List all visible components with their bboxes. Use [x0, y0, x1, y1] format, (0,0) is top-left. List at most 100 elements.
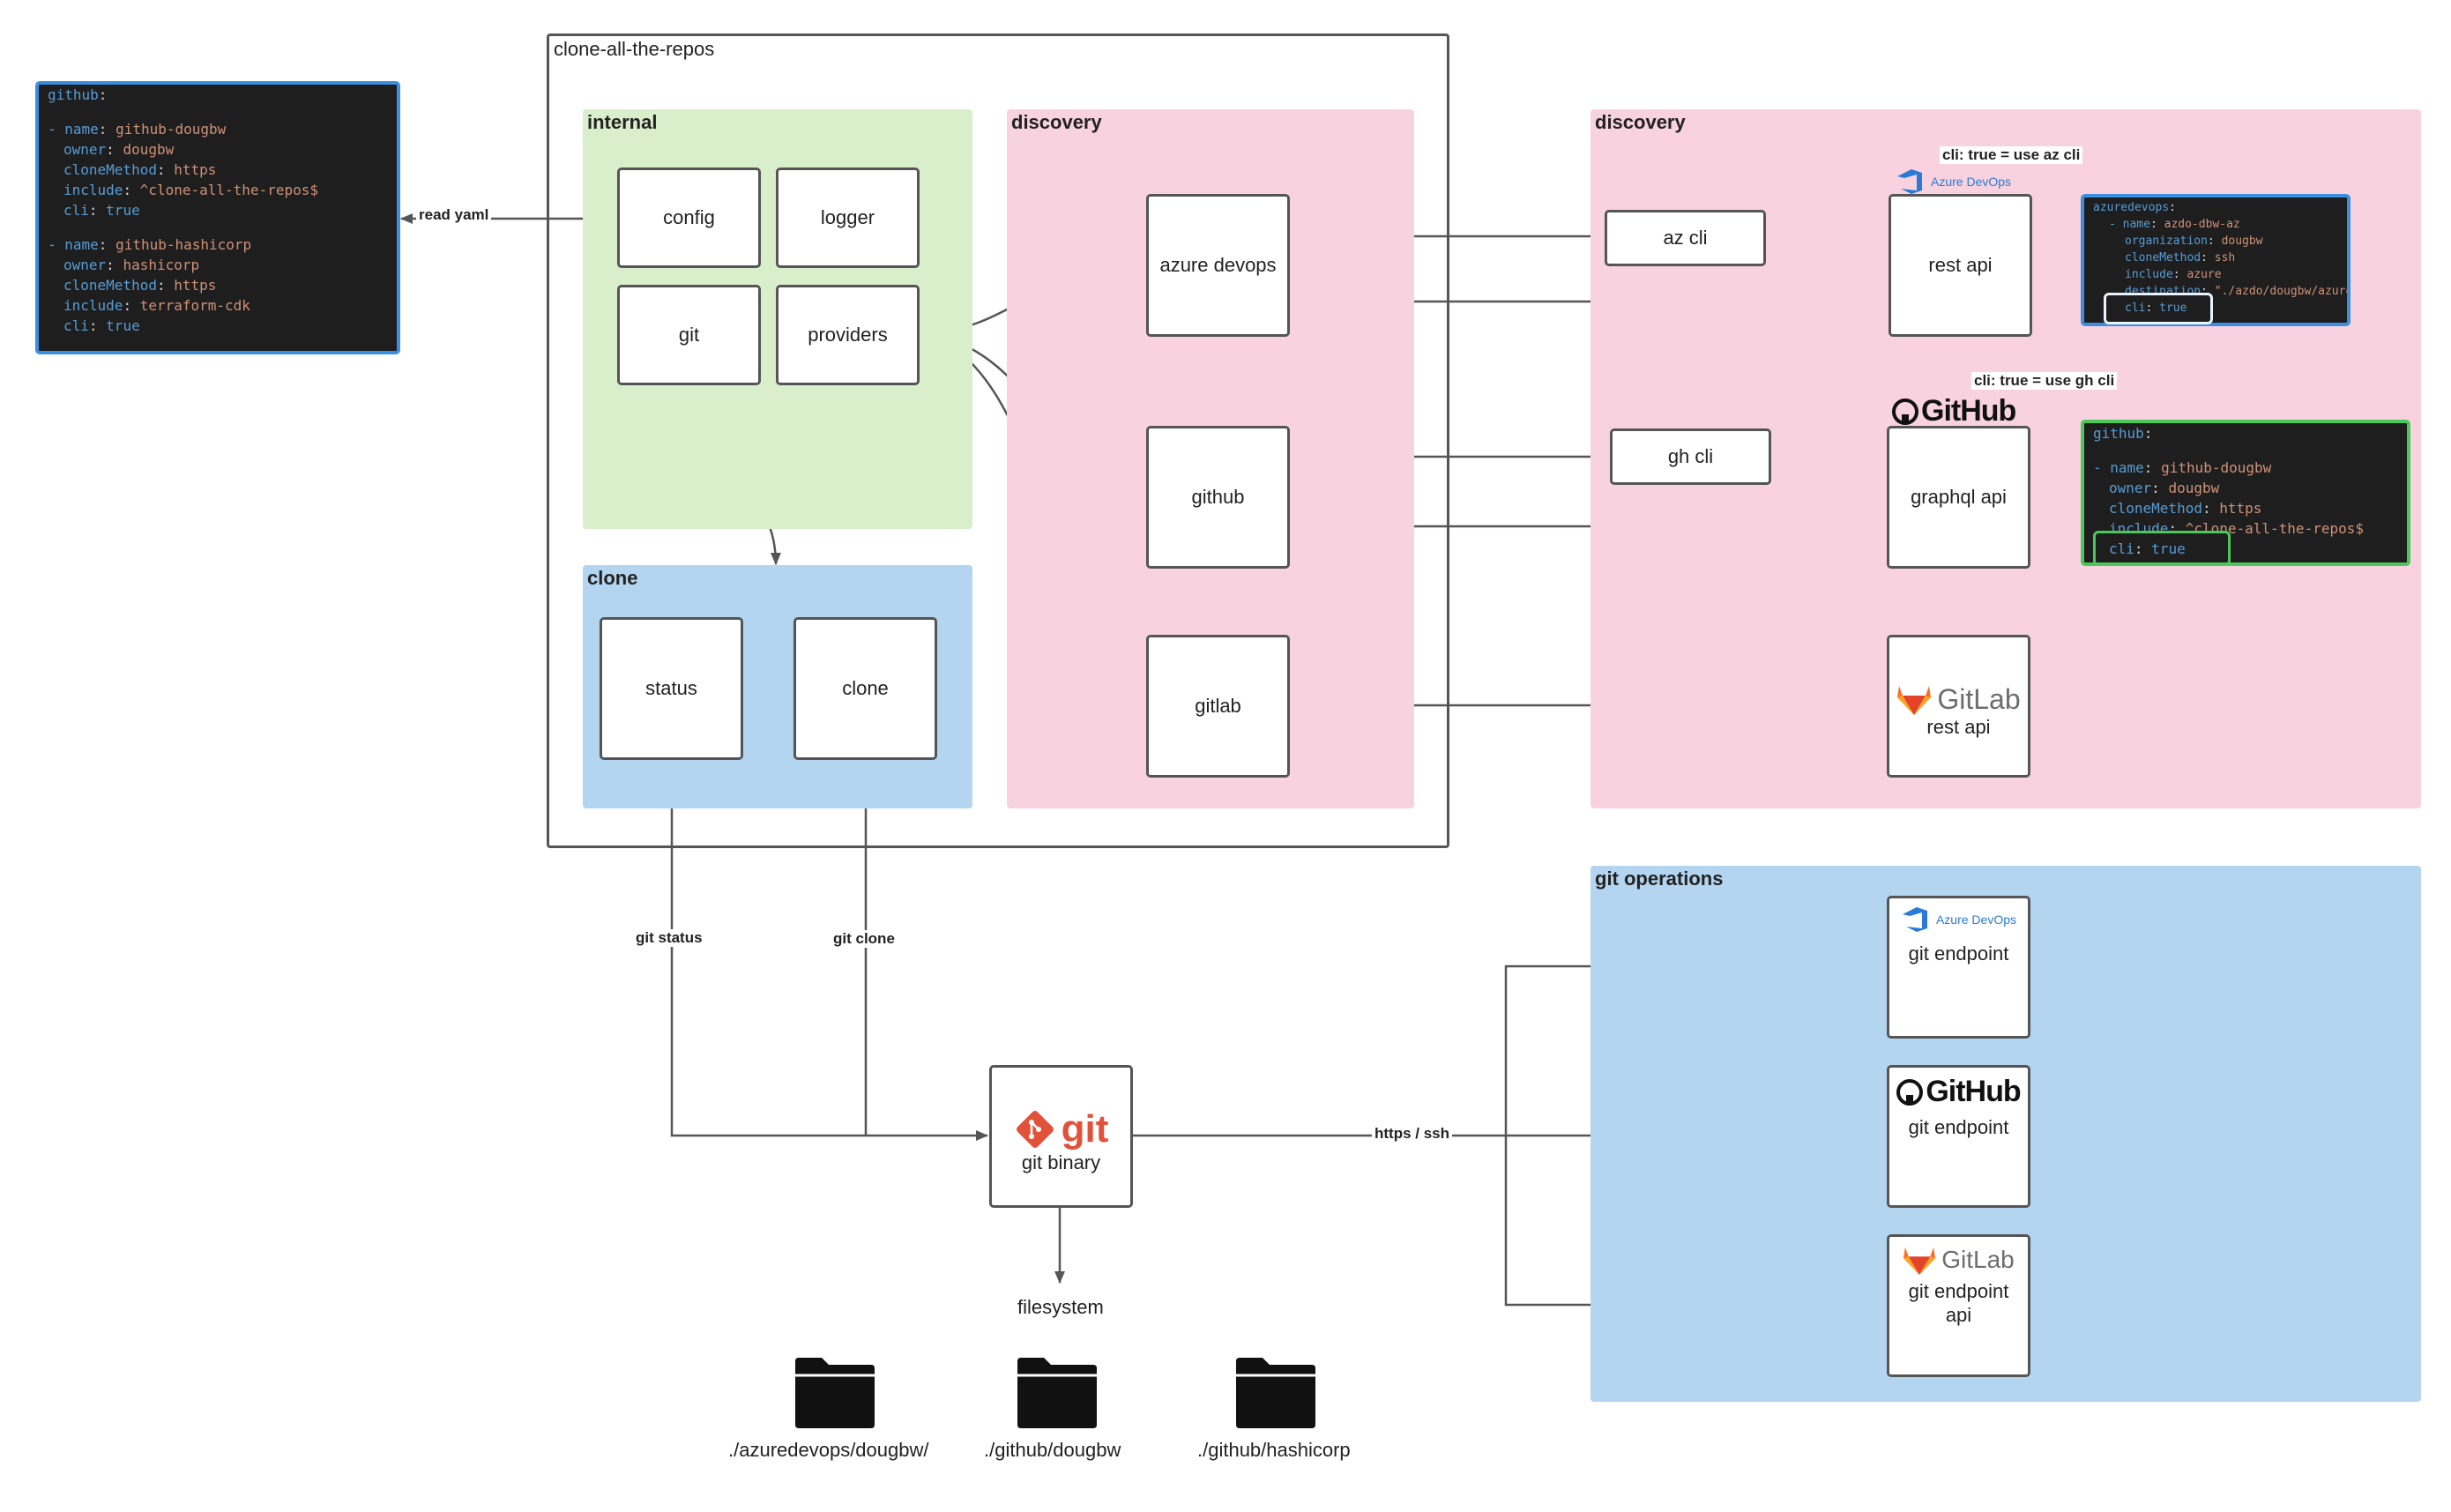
yaml-line: cli: true [48, 316, 388, 336]
github-icon [1896, 1078, 1924, 1106]
graphql-api-label: graphql api [1911, 486, 2007, 508]
github-label: github [1191, 486, 1245, 508]
azure-devops-label: azure devops [1159, 254, 1277, 276]
yaml-value: azure [2187, 268, 2222, 281]
folder-icon [795, 1358, 875, 1428]
azure-devops-node[interactable]: azure devops [1146, 194, 1290, 337]
logger-node[interactable]: logger [776, 168, 920, 268]
yaml-separator: : [2145, 302, 2160, 315]
yaml-line: include: ^clone-all-the-repos$ [48, 180, 388, 200]
github-cli-highlight [2093, 531, 2231, 566]
azure-devops-logo: Azure DevOps [1896, 168, 2011, 196]
clone-node[interactable]: clone [793, 617, 937, 760]
github-git-endpoint-node[interactable]: GitHub git endpoint [1887, 1065, 2030, 1208]
read-yaml-label: read yaml [416, 206, 492, 224]
folder-label-github-hashicorp: ./github/hashicorp [1197, 1439, 1351, 1461]
yaml-key: owner [2109, 480, 2152, 496]
yaml-line: cloneMethod: https [48, 160, 388, 180]
gh-cli-node[interactable]: gh cli [1610, 428, 1771, 485]
yaml-value: https [174, 161, 217, 178]
yaml-key: - name [2093, 459, 2144, 476]
yaml-value: true [2151, 540, 2186, 557]
providers-node[interactable]: providers [776, 285, 920, 385]
yaml-line: include: azure [2093, 266, 2338, 283]
discovery-title-right: discovery [1595, 111, 1686, 133]
folder-azuredevops[interactable] [792, 1356, 878, 1434]
folder-github-dougbw[interactable] [1014, 1356, 1100, 1434]
yaml-line: cli: true [2093, 300, 2338, 317]
github-node[interactable]: github [1146, 426, 1290, 569]
gitlab-logo: GitLab [1896, 682, 2021, 716]
azure-cli-highlight [2104, 293, 2213, 324]
gitlab-node[interactable]: gitlab [1146, 635, 1290, 778]
folder-icon [1017, 1358, 1097, 1428]
github-logo-endpoint: GitHub [1896, 1075, 2022, 1109]
providers-label: providers [808, 324, 888, 346]
yaml-key: azuredevops [2093, 201, 2170, 214]
github-brand-text-endpoint: GitHub [1926, 1075, 2021, 1108]
yaml-value: true [106, 317, 140, 334]
git-clone-label: git clone [831, 930, 898, 948]
status-node[interactable]: status [600, 617, 743, 760]
gitlab-rest-api-node[interactable]: GitLab rest api [1887, 635, 2030, 778]
graphql-api-node[interactable]: graphql api [1887, 426, 2030, 569]
filesystem-label: filesystem [1017, 1296, 1104, 1318]
az-cli-node[interactable]: az cli [1605, 210, 1766, 266]
yaml-separator: : [2169, 201, 2176, 214]
yaml-separator: : [2134, 540, 2152, 557]
yaml-line: include: terraform-cdk [48, 295, 388, 316]
github-brand-text: GitHub [1921, 394, 2016, 428]
azure-git-endpoint-node[interactable]: Azure DevOps git endpoint [1887, 896, 2030, 1039]
github-logo: GitHub [1892, 394, 2016, 428]
yaml-key: cli [63, 317, 89, 334]
git-binary-node[interactable]: git git binary [989, 1065, 1133, 1208]
yaml-separator: : [156, 161, 175, 178]
azure-git-endpoint-label: git endpoint [1908, 942, 2009, 965]
az-cli-label: az cli [1663, 227, 1708, 249]
yaml-line [48, 220, 388, 235]
yaml-value: azdo-dbw-az [2164, 218, 2240, 231]
yaml-key: cloneMethod [2125, 251, 2201, 264]
yaml-value: https [2219, 500, 2262, 517]
azure-rest-api-node[interactable]: rest api [1889, 194, 2032, 337]
gitlab-git-endpoint-label: git endpoint api [1908, 1280, 2009, 1326]
config-node[interactable]: config [617, 168, 761, 268]
git-icon [1016, 1111, 1054, 1148]
yaml-separator: : [123, 297, 140, 314]
yaml-separator: : [123, 182, 140, 198]
internal-title: internal [587, 111, 658, 133]
yaml-value: github-hashicorp [115, 236, 252, 253]
gitlab-logo-endpoint: GitLab [1903, 1244, 2015, 1276]
yaml-key: github [48, 86, 99, 103]
yaml-separator: : [2172, 268, 2187, 281]
yaml-separator: : [156, 277, 175, 294]
git-node[interactable]: git [617, 285, 761, 385]
frame-title: clone-all-the-repos [554, 38, 715, 60]
git-brand-text: git [1061, 1107, 1109, 1151]
yaml-line: cli: true [2093, 539, 2398, 559]
https-ssh-label: https / ssh [1372, 1125, 1453, 1143]
yaml-key: owner [63, 257, 107, 273]
yaml-key: cloneMethod [63, 277, 157, 294]
gitlab-icon [1897, 686, 1932, 715]
yaml-value: "./azdo/dougbw/azure" [2214, 285, 2350, 298]
folder-label-github-dougbw: ./github/dougbw [984, 1439, 1121, 1461]
yaml-value: true [2159, 302, 2187, 315]
yaml-line: owner: dougbw [48, 139, 388, 160]
folder-label-azuredevops: ./azuredevops/dougbw/ [728, 1439, 929, 1461]
yaml-line: cloneMethod: https [48, 275, 388, 295]
yaml-separator: : [2143, 425, 2153, 442]
yaml-value: dougbw [2221, 235, 2263, 248]
git-status-label: git status [633, 929, 705, 947]
clone-all-the-repos-frame: clone-all-the-repos [547, 34, 1449, 848]
clone-label: clone [842, 677, 889, 699]
config-label: config [663, 206, 715, 228]
yaml-separator: : [2168, 520, 2186, 537]
yaml-key: include [63, 297, 123, 314]
yaml-line: - name: github-dougbw [2093, 458, 2398, 478]
yaml-value: github-dougbw [115, 121, 227, 138]
gitlab-git-endpoint-node[interactable]: GitLab git endpoint api [1887, 1234, 2030, 1377]
yaml-value: dougbw [123, 141, 175, 158]
folder-github-hashicorp[interactable] [1233, 1356, 1319, 1434]
yaml-separator: : [98, 236, 116, 253]
